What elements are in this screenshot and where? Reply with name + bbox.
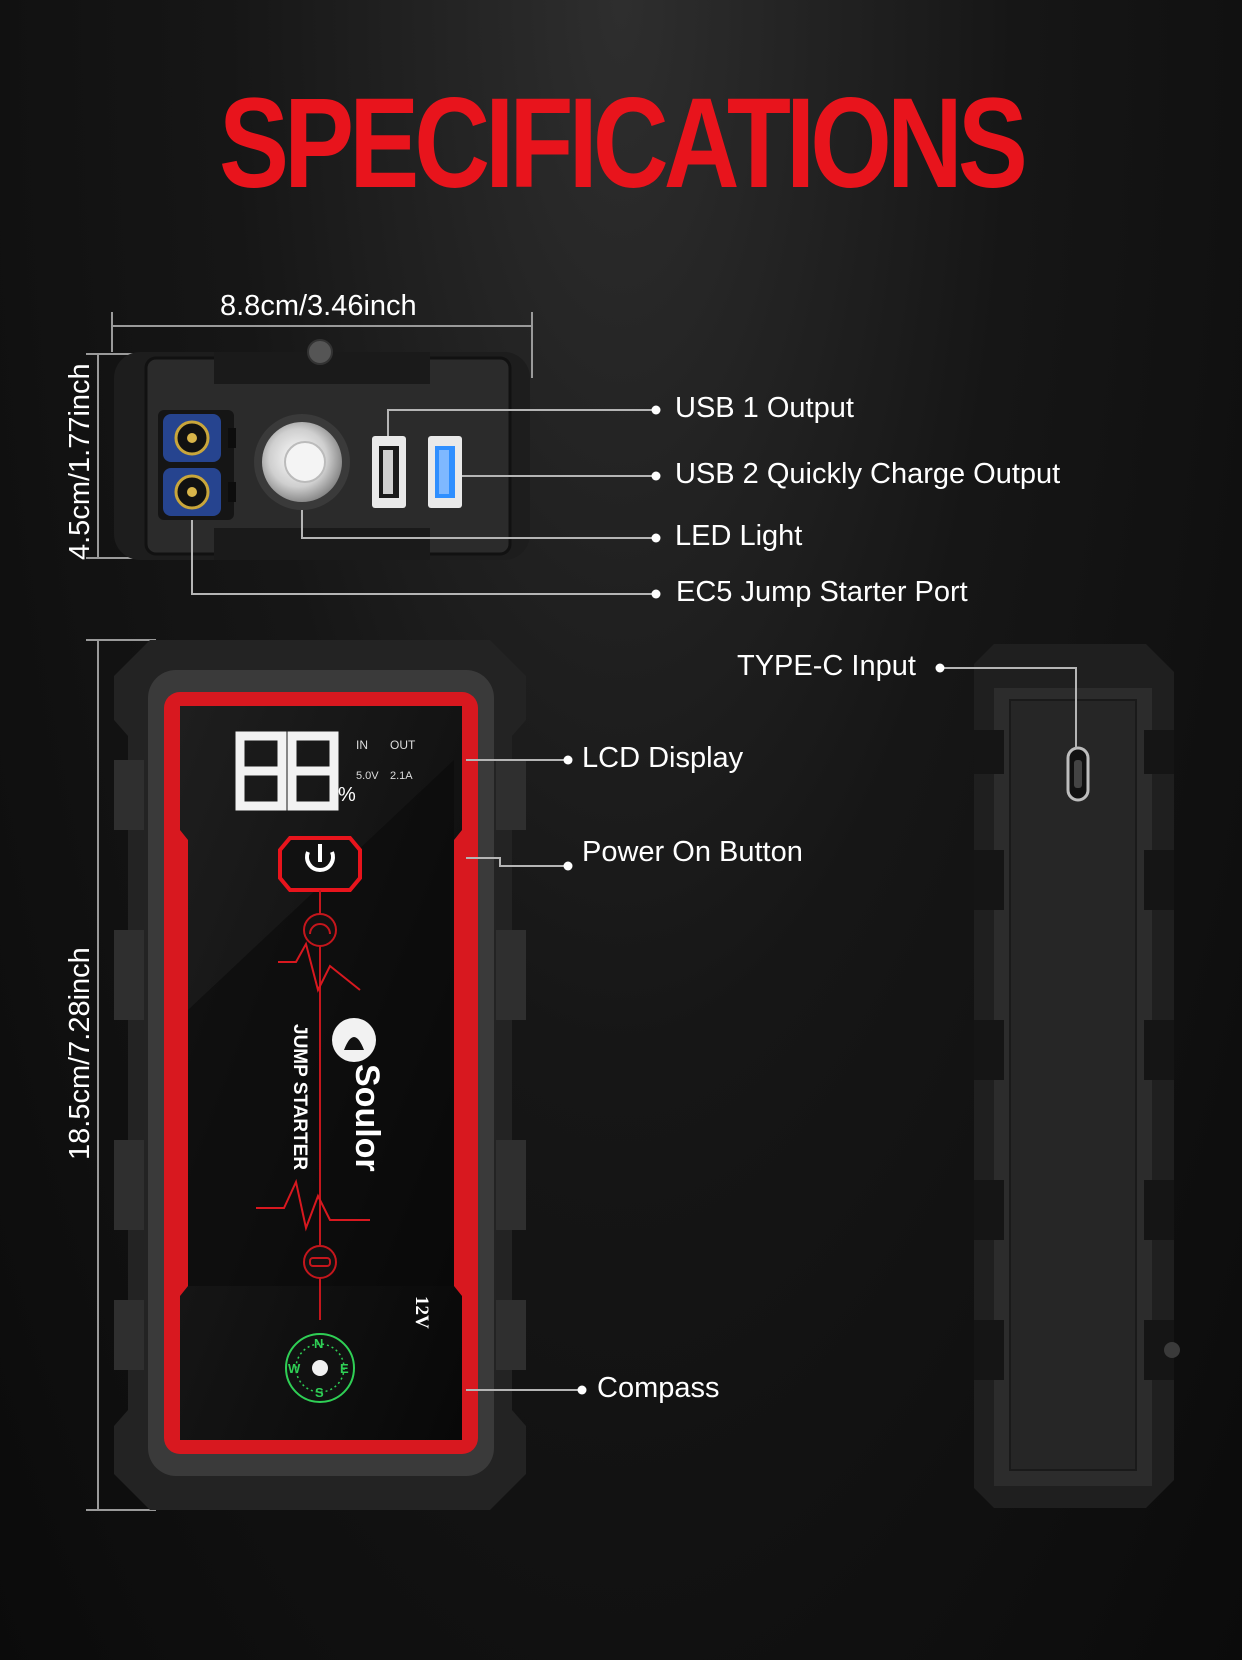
width-dimension: 8.8cm/3.46inch xyxy=(220,290,417,322)
lcd-out-label: OUT xyxy=(390,738,416,752)
lcd-value: 88 xyxy=(215,748,216,749)
callout-usb2: USB 2 Quickly Charge Output xyxy=(675,458,1061,490)
power-button[interactable] xyxy=(278,836,362,892)
compass-e: E xyxy=(340,1361,349,1376)
callout-compass: Compass xyxy=(597,1372,720,1404)
typec-port xyxy=(1066,746,1090,802)
dimension-lines xyxy=(86,312,533,1511)
usb2-port xyxy=(428,436,462,508)
compass xyxy=(285,1333,355,1403)
thickness-dimension: 4.5cm/1.77inch xyxy=(64,363,96,560)
callout-led: LED Light xyxy=(675,520,803,552)
lcd-percent: % xyxy=(338,784,356,806)
front-leader-lines xyxy=(466,759,582,1391)
callout-lcd: LCD Display xyxy=(582,742,744,774)
lcd-voltage: 5.0V xyxy=(356,770,379,782)
height-dimension: 18.5cm/7.28inch xyxy=(64,947,96,1160)
compass-n: N xyxy=(314,1336,324,1351)
led-light xyxy=(254,414,350,510)
callout-typec: TYPE-C Input xyxy=(737,650,916,682)
top-view xyxy=(114,339,530,560)
top-leader-lines xyxy=(191,409,656,595)
gauge-icon xyxy=(303,913,337,947)
compass-w: W xyxy=(288,1361,301,1376)
side-view xyxy=(974,644,1180,1508)
voltage-label: 12V xyxy=(411,1296,432,1329)
callout-usb1: USB 1 Output xyxy=(675,392,854,424)
car-icon xyxy=(303,1245,337,1279)
callout-power: Power On Button xyxy=(582,836,803,868)
compass-s: S xyxy=(315,1385,324,1400)
ec5-port xyxy=(163,414,236,516)
lcd-current: 2.1A xyxy=(390,770,413,782)
front-view xyxy=(114,640,526,1510)
lcd-display xyxy=(235,731,339,811)
lcd-in-label: IN xyxy=(356,738,368,752)
page-title: SPECIFICATIONS xyxy=(219,72,1028,215)
brand-name: Soulor xyxy=(348,1064,386,1172)
usb1-port xyxy=(372,436,406,508)
callout-ec5: EC5 Jump Starter Port xyxy=(676,576,968,608)
side-leader-line xyxy=(940,667,1077,748)
product-name: JUMP STARTER xyxy=(289,1024,310,1171)
